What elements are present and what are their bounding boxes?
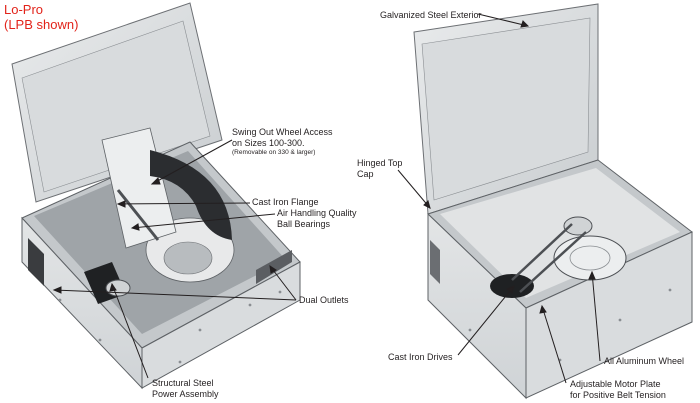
motor-plate-line1: Adjustable Motor Plate [570, 379, 661, 389]
dual-outlets-label: Dual Outlets [299, 295, 349, 305]
power-assembly-line1: Structural Steel [152, 378, 214, 388]
right-pulley [563, 216, 593, 236]
cast-iron-flange-label: Cast Iron Flange [252, 197, 319, 207]
product-title-line1: Lo-Pro [4, 2, 44, 17]
left-box-side-right [141, 261, 301, 389]
motor-plate-line2: for Positive Belt Tension [570, 390, 666, 400]
power-assembly-line2: Power Assembly [152, 389, 219, 399]
bearings-line2: Ball Bearings [277, 219, 331, 229]
hinged-top-line2: Cap [357, 169, 374, 179]
bearings-line1: Air Handling Quality [277, 208, 357, 218]
swing-out-note: (Removable on 330 & larger) [232, 149, 316, 156]
aluminum-wheel [553, 235, 627, 281]
right-lid-inner [421, 17, 591, 201]
hinged-top-line1: Hinged Top [357, 158, 403, 168]
left-inlet-throat [163, 241, 213, 275]
power-assembly-label: Structural Steel Power Assembly [152, 378, 219, 400]
left-lid-inner [21, 20, 211, 193]
hinged-top-label: Hinged Top Cap [357, 158, 402, 180]
motor-plate-label: Adjustable Motor Plate for Positive Belt… [570, 379, 666, 401]
right-box-interior [440, 168, 680, 298]
left-outlet-opening [28, 238, 44, 286]
leader-lines [52, 13, 601, 384]
right-box-side-right [525, 231, 693, 399]
right-outlet-opening [256, 250, 292, 284]
scroll-housing [150, 150, 232, 240]
aluminum-wheel-label: All Aluminum Wheel [604, 356, 685, 366]
right-unit-vent [430, 240, 440, 284]
product-title-line2: (LPB shown) [4, 17, 79, 32]
swing-out-line2: on Sizes 100-300. [232, 138, 305, 148]
cast-iron-drives-label: Cast Iron Drives [388, 352, 453, 362]
left-pulley [105, 279, 131, 297]
product-title: Lo-Pro (LPB shown) [4, 2, 78, 32]
swing-out-label: Swing Out Wheel Access on Sizes 100-300.… [232, 127, 333, 157]
bearings-label: Air Handling Quality Ball Bearings [277, 208, 357, 230]
right-motor-opening [490, 274, 534, 298]
left-fan-unit [11, 2, 301, 390]
right-fan-unit [413, 3, 693, 400]
swing-out-line1: Swing Out Wheel Access [232, 127, 333, 137]
galvanized-label: Galvanized Steel Exterior [380, 10, 482, 20]
